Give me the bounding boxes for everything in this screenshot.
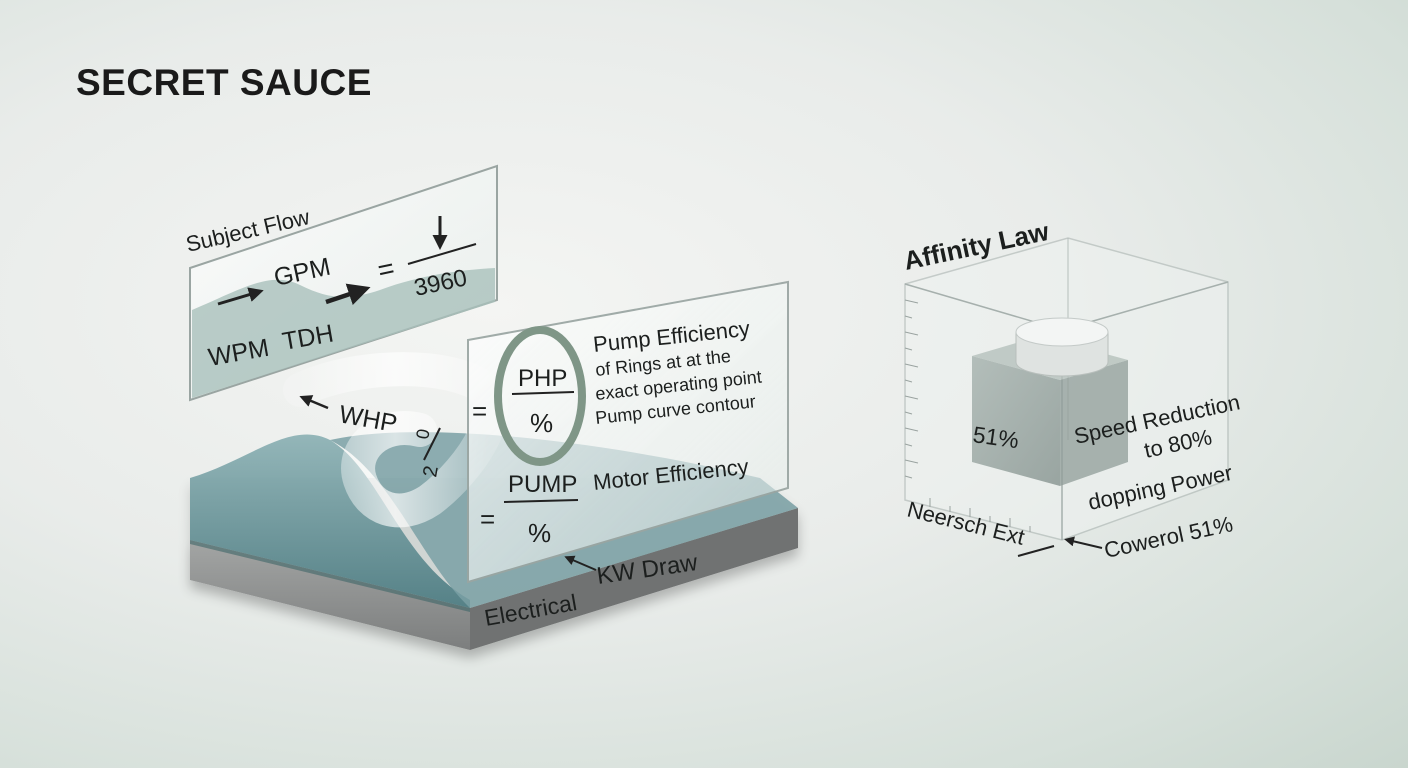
main-card: = PHP % Pump Efficiency of Rings at at t…: [467, 280, 789, 590]
php-numerator: PHP: [518, 365, 567, 392]
inner-percent-label: 51%: [971, 421, 1020, 453]
whp-fraction-bar: [423, 427, 441, 461]
cowerol-arrow-icon: [1064, 536, 1103, 549]
php-ring: [494, 326, 586, 466]
arrow-left-icon: [299, 395, 329, 410]
pump-numerator: PUMP: [508, 471, 577, 498]
whp-label: WHP: [337, 400, 399, 438]
affinity-cube: [904, 237, 1229, 541]
equals-2: =: [480, 504, 495, 534]
arrow-right-icon-2: [325, 283, 371, 305]
equals-sign: =: [375, 252, 397, 286]
arrow-right-icon: [217, 287, 264, 306]
flow-card: Subject Flow GPM = 3960 WPM TDH: [184, 164, 498, 402]
pump-denominator: %: [528, 518, 551, 548]
pump-fraction-bar: [503, 499, 579, 503]
inner-block-front: [972, 356, 1060, 486]
page-title: SECRET SAUCE: [76, 62, 372, 103]
neersch-arrow-icon: [1017, 545, 1055, 557]
ruler-ticks: [904, 299, 1031, 532]
flow-ribbon: [283, 352, 508, 528]
php-denominator: %: [530, 408, 553, 438]
php-fraction-bar: [511, 391, 575, 395]
whp-numerator: 0: [412, 427, 433, 440]
equals-1: =: [472, 396, 487, 426]
cylinder-cap: [1015, 317, 1109, 377]
kw-arrow-icon: [564, 555, 597, 571]
inner-block-side: [1060, 360, 1128, 486]
fraction-bar: [407, 243, 477, 265]
whp-denominator: 2: [419, 464, 443, 479]
